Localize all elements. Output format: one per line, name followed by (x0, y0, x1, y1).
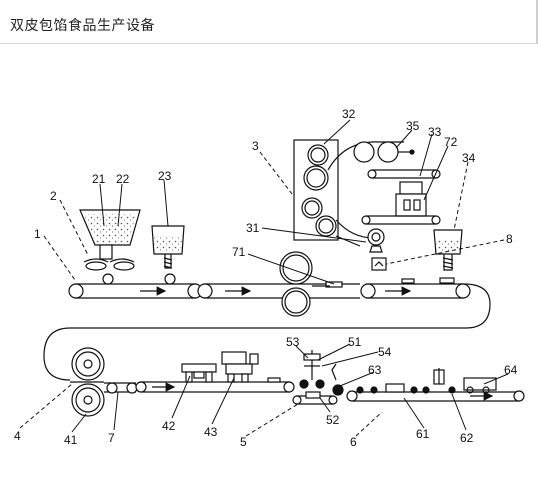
label-7: 7 (108, 431, 115, 445)
station-5 (267, 350, 344, 405)
belt-33 (361, 169, 441, 225)
label-32: 32 (342, 107, 356, 121)
label-22: 22 (116, 172, 130, 186)
label-63: 63 (368, 363, 382, 377)
label-35: 35 (406, 119, 420, 133)
label-4: 4 (14, 429, 21, 443)
leader-lines (19, 119, 509, 437)
conveyor-7 (104, 381, 295, 394)
label-31: 31 (246, 221, 260, 235)
label-41: 41 (64, 433, 78, 447)
conveyor-1 (68, 273, 203, 299)
roller-frame-3 (293, 139, 415, 253)
label-6: 6 (350, 435, 357, 449)
label-71: 71 (232, 245, 246, 259)
machine-drawing (19, 119, 525, 437)
page-title: 双皮包馅食品生产设备 (10, 18, 155, 34)
hopper-34 (433, 229, 463, 271)
hopper-2 (79, 209, 141, 271)
hopper-23 (151, 225, 185, 269)
press-43 (221, 351, 259, 383)
label-51: 51 (348, 335, 362, 349)
label-43: 43 (204, 425, 218, 439)
conveyor-8 (360, 257, 471, 299)
label-21: 21 (92, 172, 106, 186)
label-5: 5 (240, 435, 247, 449)
cutter-42 (181, 363, 217, 383)
label-34: 34 (462, 151, 476, 165)
label-1: 1 (34, 227, 41, 241)
label-42: 42 (162, 419, 176, 433)
label-54: 54 (378, 345, 392, 359)
label-64: 64 (504, 363, 518, 377)
label-72: 72 (444, 135, 458, 149)
part-labels: 1 2 21 22 23 3 31 32 33 34 35 71 72 8 4 … (14, 107, 518, 449)
label-2: 2 (50, 189, 57, 203)
roller-pair-41 (70, 347, 105, 417)
equipment-diagram: 1 2 21 22 23 3 31 32 33 34 35 71 72 8 4 … (14, 107, 525, 449)
label-33: 33 (428, 125, 442, 139)
conveyor-71 (197, 251, 360, 317)
label-23: 23 (158, 169, 172, 183)
label-3: 3 (252, 139, 259, 153)
header-divider (536, 0, 538, 44)
dough-return-loop (43, 283, 491, 381)
label-53: 53 (286, 335, 300, 349)
label-61: 61 (416, 427, 430, 441)
conveyor-6 (346, 368, 525, 402)
page-header: 双皮包馅食品生产设备 (0, 0, 538, 44)
label-52: 52 (326, 413, 340, 427)
label-8: 8 (506, 232, 513, 246)
label-62: 62 (460, 431, 474, 445)
